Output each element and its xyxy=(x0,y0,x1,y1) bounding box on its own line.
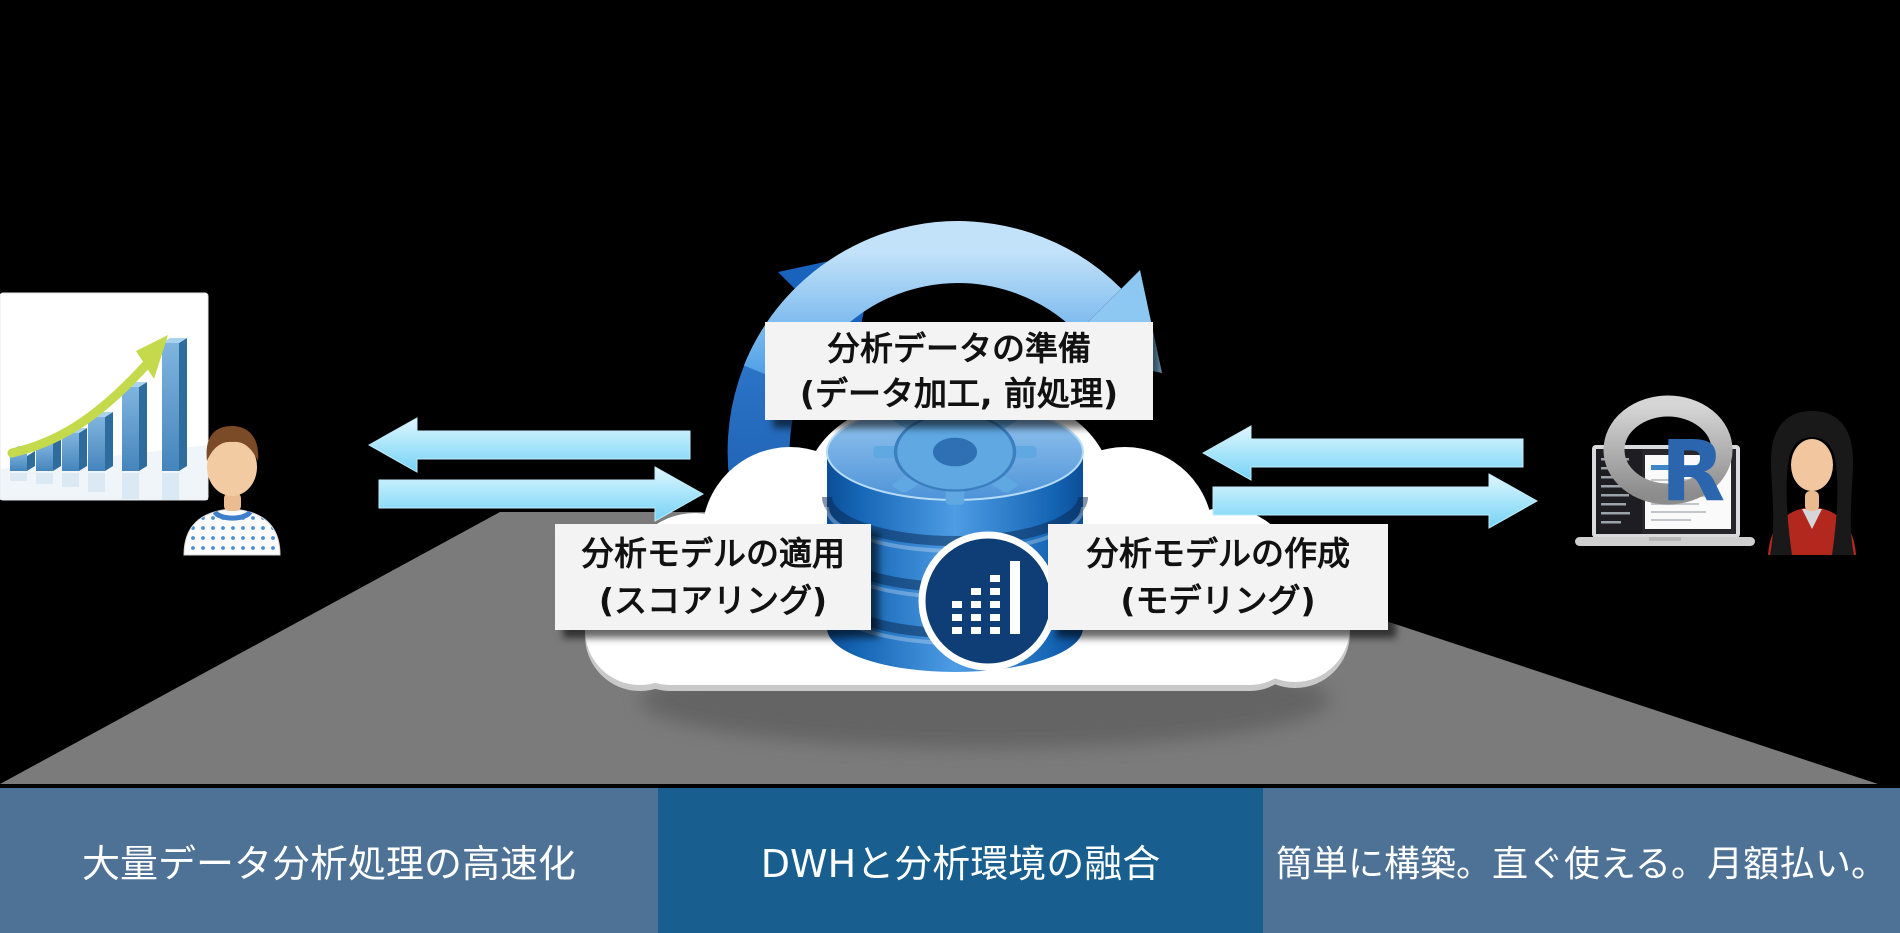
left-flow-arrow-in xyxy=(367,417,691,473)
male-analyst-icon xyxy=(183,426,281,556)
banner-item-dwh-fusion: DWHと分析環境の融合 xyxy=(658,788,1263,933)
banner-item-easy-monthly: 簡単に構築。直ぐ使える。月額払い。 xyxy=(1263,788,1900,933)
label-data-preparation-line2: (データ加工, 前処理) xyxy=(799,374,1119,413)
label-data-preparation: 分析データの準備 (データ加工, 前処理) xyxy=(765,322,1153,420)
growth-arrow xyxy=(7,360,151,458)
left-flow-arrow-out xyxy=(378,466,705,522)
r-letter: R xyxy=(1661,422,1726,520)
growth-bar-chart-icon xyxy=(0,292,209,501)
right-flow-arrow-in xyxy=(1201,425,1524,481)
label-model-apply-line1: 分析モデルの適用 xyxy=(581,534,845,573)
label-model-create: 分析モデルの作成 (モデリング) xyxy=(1048,524,1388,630)
label-model-create-line2: (モデリング) xyxy=(1120,581,1316,620)
label-model-create-line1: 分析モデルの作成 xyxy=(1086,534,1350,573)
female-analyst-icon xyxy=(1768,411,1856,555)
label-model-apply: 分析モデルの適用 (スコアリング) xyxy=(555,524,871,630)
label-data-preparation-line1: 分析データの準備 xyxy=(827,329,1091,368)
banner-item-speedup: 大量データ分析処理の高速化 xyxy=(0,788,658,933)
label-model-apply-line2: (スコアリング) xyxy=(598,581,828,620)
right-flow-arrow-out xyxy=(1212,473,1539,529)
bar-chart-badge-icon xyxy=(918,531,1058,671)
flow-arrows xyxy=(367,417,1539,529)
r-language-logo-icon: R xyxy=(1603,395,1733,520)
bottom-banner: 大量データ分析処理の高速化 DWHと分析環境の融合 簡単に構築。直ぐ使える。月額… xyxy=(0,784,1900,933)
